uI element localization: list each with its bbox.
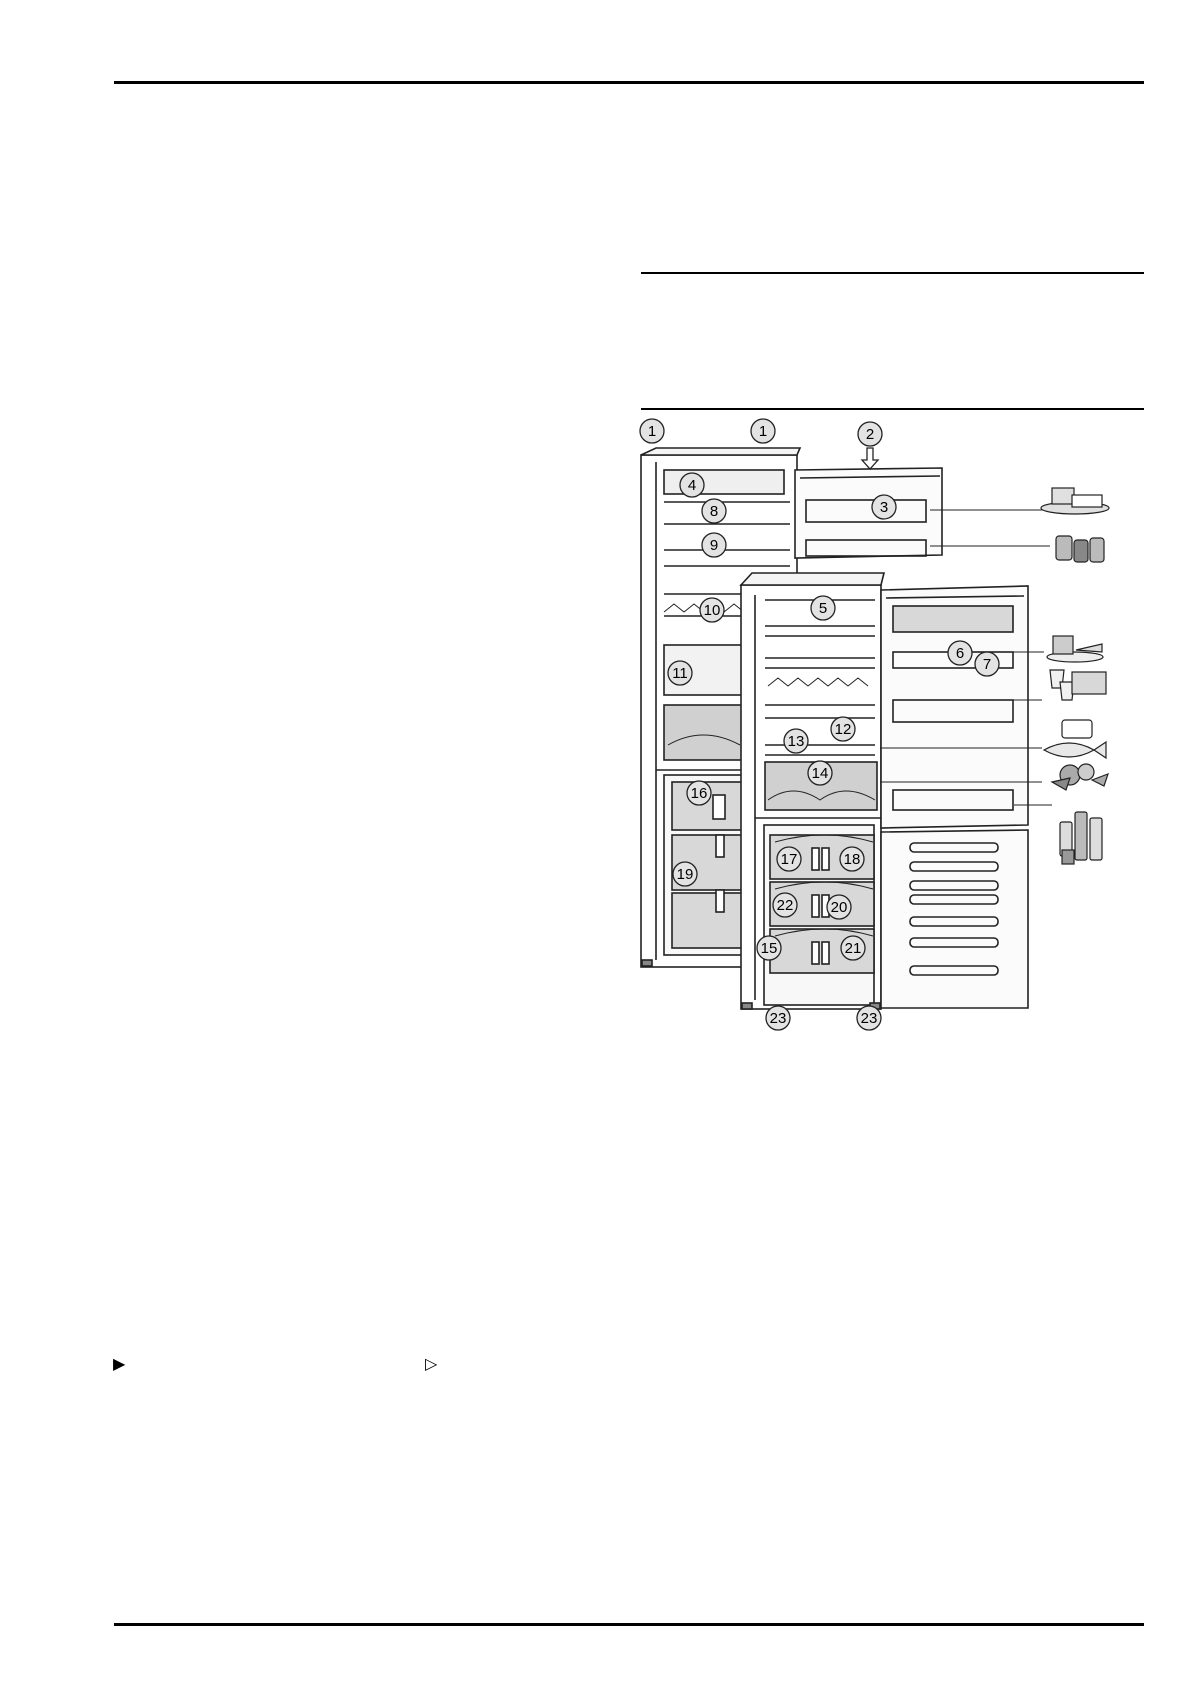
callout-1a: 1 [639, 418, 665, 444]
callout-label: 12 [835, 721, 852, 738]
callout-label: 18 [844, 851, 861, 868]
front-appliance-top [739, 572, 886, 586]
section-rule-bottom [641, 408, 1144, 410]
callout-10: 10 [699, 597, 725, 623]
callout-14: 14 [807, 760, 833, 786]
action-marker-icon: ▶ [113, 1354, 126, 1373]
back-appliance-top [640, 447, 802, 456]
front-open-fridge-door [880, 585, 1029, 829]
callout-20: 20 [826, 894, 852, 920]
yogurt-container-icon [1049, 669, 1107, 701]
callout-11: 11 [667, 660, 693, 686]
callout-label: 23 [770, 1010, 787, 1027]
callout-label: 1 [759, 423, 767, 440]
callout-22: 22 [772, 892, 798, 918]
callout-label: 21 [845, 940, 862, 957]
callout-label: 16 [691, 785, 708, 802]
callout-2: 2 [857, 421, 883, 447]
result-marker-icon: ▷ [425, 1354, 438, 1373]
callout-23b: 23 [856, 1005, 882, 1031]
door-bin-2 [892, 699, 1014, 723]
header-rule [114, 81, 1144, 84]
cake-icon [1046, 635, 1104, 663]
callout-label: 5 [819, 600, 827, 617]
callout-label: 17 [781, 851, 798, 868]
back-crisper [663, 704, 745, 761]
bottles-icon [1059, 811, 1103, 865]
callout-label: 3 [880, 499, 888, 516]
callout-12: 12 [830, 716, 856, 742]
callout-label: 23 [861, 1010, 878, 1027]
callout-9: 9 [701, 532, 727, 558]
callout-label: 14 [812, 765, 829, 782]
back-door-bin-2 [805, 539, 927, 557]
callout-label: 10 [704, 602, 721, 619]
callout-8: 8 [701, 498, 727, 524]
callout-15: 15 [756, 935, 782, 961]
callout-19: 19 [672, 861, 698, 887]
back-freezer-drawer-3 [671, 892, 745, 949]
callout-16: 16 [686, 780, 712, 806]
callout-1b: 1 [750, 418, 776, 444]
down-arrow-icon [860, 447, 880, 470]
callout-17: 17 [776, 846, 802, 872]
footer-rule [114, 1623, 1144, 1626]
callout-4: 4 [679, 472, 705, 498]
callout-6: 6 [947, 640, 973, 666]
callout-label: 8 [710, 503, 718, 520]
pot-fish-icon [1042, 719, 1107, 760]
callout-label: 19 [677, 866, 694, 883]
callout-label: 4 [688, 477, 696, 494]
section-rule-top [641, 272, 1144, 274]
callout-label: 7 [983, 656, 991, 673]
front-open-freezer-door [880, 829, 1029, 1009]
callout-7: 7 [974, 651, 1000, 677]
callout-23a: 23 [765, 1005, 791, 1031]
callout-21: 21 [840, 935, 866, 961]
cheese-butter-icon [1040, 487, 1110, 515]
jars-icon [1055, 535, 1105, 563]
callout-label: 20 [831, 899, 848, 916]
callout-label: 6 [956, 645, 964, 662]
callout-label: 13 [788, 733, 805, 750]
door-bin-3 [892, 789, 1014, 811]
callout-label: 22 [777, 897, 794, 914]
vegetables-icon [1050, 763, 1109, 791]
back-door-bin-1 [805, 499, 927, 523]
callout-label: 9 [710, 537, 718, 554]
callout-13: 13 [783, 728, 809, 754]
callout-3: 3 [871, 494, 897, 520]
back-open-door [794, 467, 943, 559]
callout-label: 11 [672, 665, 688, 682]
callout-label: 15 [761, 940, 778, 957]
callout-label: 2 [866, 426, 874, 443]
callout-label: 1 [648, 423, 656, 440]
callout-18: 18 [839, 846, 865, 872]
callout-5: 5 [810, 595, 836, 621]
